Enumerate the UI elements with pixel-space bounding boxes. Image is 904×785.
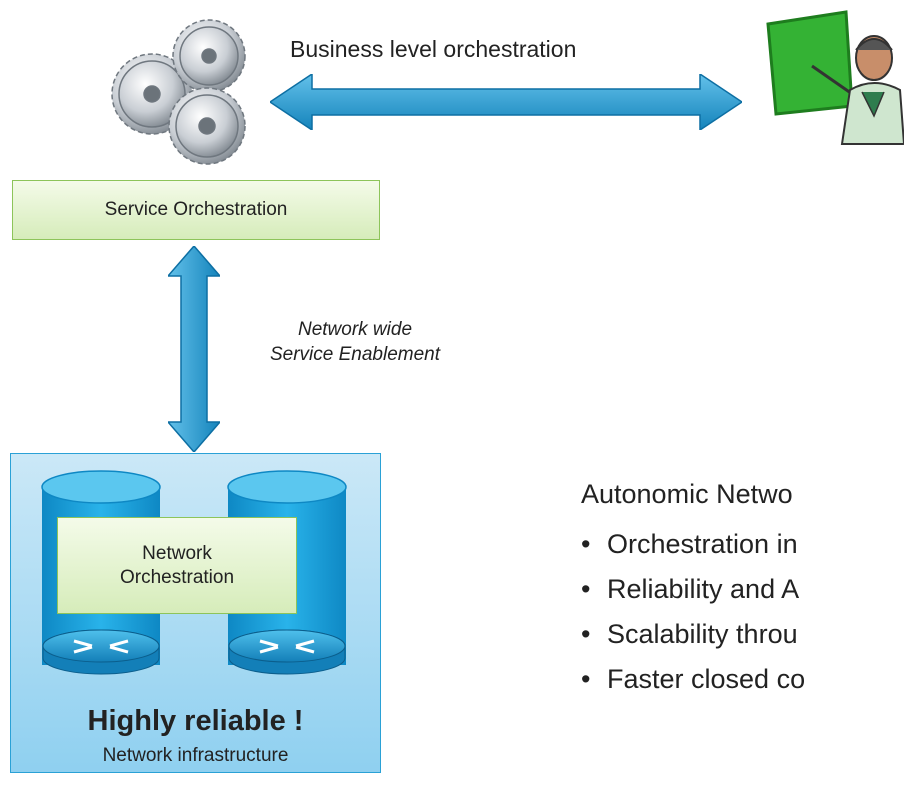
presenter-icon bbox=[766, 10, 904, 145]
network-infrastructure-caption: Network infrastructure bbox=[102, 745, 289, 766]
network-wide-line: Network wide bbox=[297, 319, 413, 340]
service-orchestration-label: Service Orchestration bbox=[104, 199, 288, 220]
highly-reliable-label: Highly reliable ! bbox=[87, 705, 304, 737]
bullet-item: Orchestration in bbox=[581, 522, 805, 567]
router-icon-right bbox=[228, 629, 346, 675]
service-enablement-label: Network wide Service Enablement bbox=[210, 317, 500, 367]
bullet-item: Scalability throu bbox=[581, 612, 805, 657]
network-orchestration-line2: Orchestration bbox=[119, 566, 235, 588]
service-enablement-line: Service Enablement bbox=[269, 344, 441, 365]
router-icon-left bbox=[42, 629, 160, 675]
bullet-item: Faster closed co bbox=[581, 657, 805, 702]
bullet-item: Reliability and A bbox=[581, 567, 805, 612]
business-orchestration-label: Business level orchestration bbox=[290, 36, 577, 62]
service-enablement-double-arrow bbox=[168, 246, 220, 452]
network-orchestration-line1: Network bbox=[142, 542, 212, 564]
business-double-arrow bbox=[270, 74, 742, 130]
autonomic-bullet-list: Orchestration in Reliability and A Scala… bbox=[581, 522, 805, 702]
autonomic-title: Autonomic Netwo bbox=[581, 479, 793, 509]
gears-icon bbox=[97, 6, 265, 176]
service-orchestration-box: Service Orchestration bbox=[12, 180, 380, 240]
network-orchestration-box: Network Orchestration bbox=[57, 517, 297, 614]
